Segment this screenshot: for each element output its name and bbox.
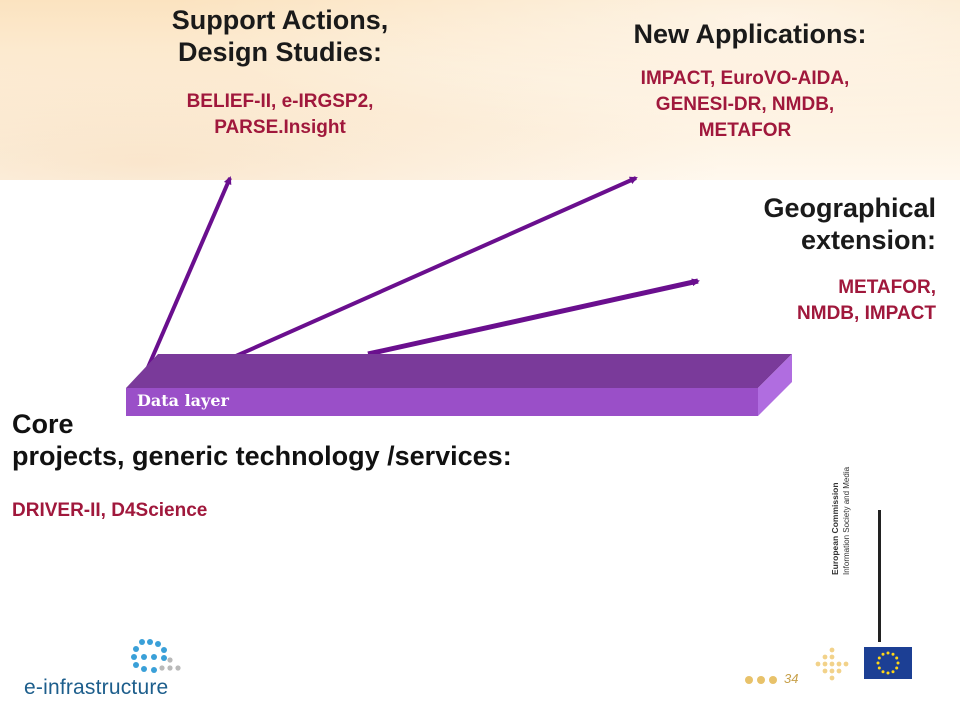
eu-flag-icon bbox=[864, 647, 912, 679]
arrow-to-support-actions bbox=[144, 176, 232, 373]
dots-icon bbox=[745, 676, 777, 684]
ec-line-1: European Commission bbox=[830, 482, 840, 575]
e-infrastructure-logo-text: e-infrastructure bbox=[24, 676, 169, 699]
data-layer-slab bbox=[126, 354, 792, 416]
geographical-extension-heading: Geographical extension: bbox=[763, 193, 936, 255]
arrow-to-new-applications bbox=[235, 176, 638, 358]
support-actions-heading: Support Actions, Design Studies: bbox=[171, 5, 389, 67]
e-infrastructure-logo-icon bbox=[131, 639, 181, 673]
core-projects-heading: Core projects, generic technology /servi… bbox=[12, 409, 512, 471]
header-background bbox=[0, 0, 960, 180]
european-commission-label: European Commission Information Society … bbox=[830, 455, 856, 575]
ec-line-2: Information Society and Media bbox=[842, 466, 851, 575]
ec-divider bbox=[878, 510, 881, 642]
new-applications-heading: New Applications: bbox=[633, 19, 867, 49]
page-number: 34 bbox=[784, 671, 799, 686]
data-layer-label: Data layer bbox=[137, 391, 229, 410]
new-applications-projects: IMPACT, EuroVO-AIDA, GENESI-DR, NMDB, ME… bbox=[640, 68, 850, 141]
core-projects-list: DRIVER-II, D4Science bbox=[12, 500, 208, 521]
arrow-to-geographical-extension bbox=[367, 278, 700, 357]
decorative-dot-grid-icon bbox=[815, 647, 849, 681]
geographical-extension-projects: METAFOR, NMDB, IMPACT bbox=[797, 277, 936, 324]
support-actions-projects: BELIEF-II, e-IRGSP2, PARSE.Insight bbox=[186, 91, 374, 138]
